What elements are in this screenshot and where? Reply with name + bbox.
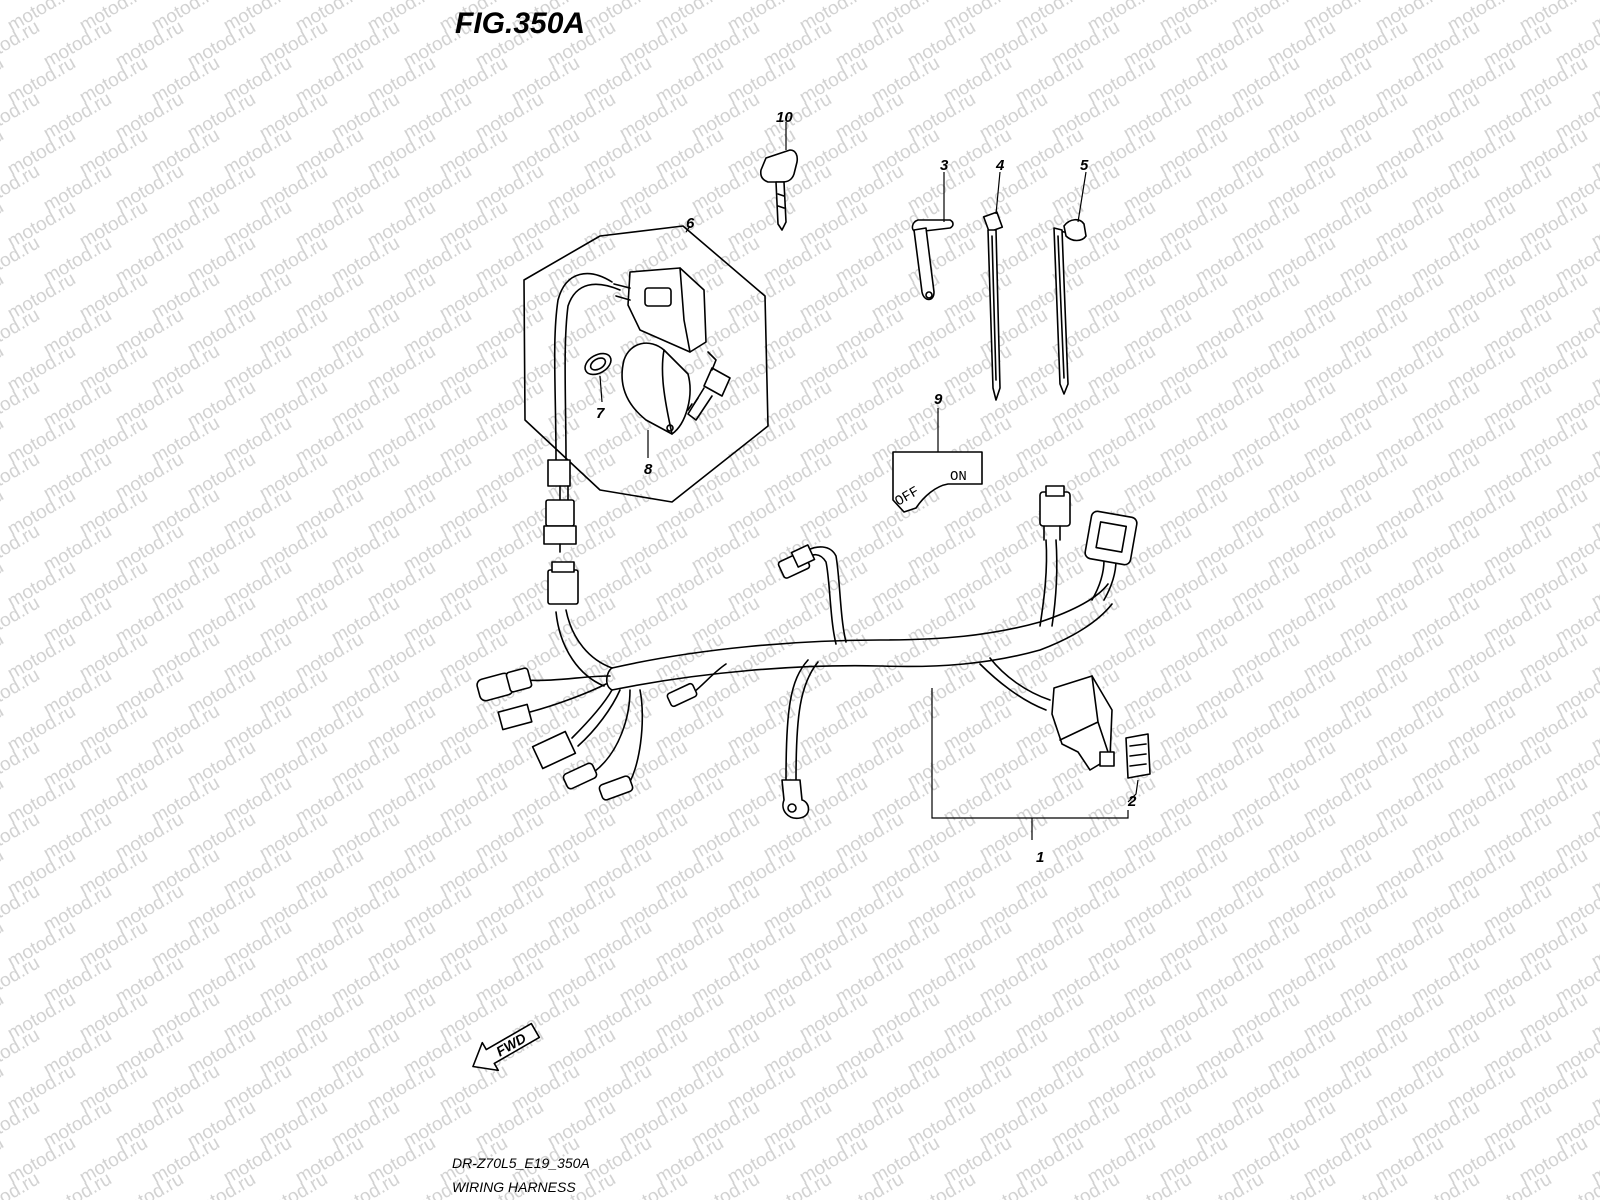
watermark-text: motod.ru bbox=[0, 269, 7, 325]
watermark-text: motod.ru bbox=[0, 377, 43, 433]
watermark-text: motod.ru bbox=[0, 809, 43, 865]
watermark-text: motod.ru bbox=[0, 593, 43, 649]
callout-5: 5 bbox=[1080, 157, 1089, 174]
watermark-text: motod.ru bbox=[0, 197, 7, 253]
callout-1: 1 bbox=[1036, 849, 1044, 866]
callout-7: 7 bbox=[596, 405, 605, 422]
watermark-text: motod.ru bbox=[0, 701, 7, 757]
watermark-text: motod.ru bbox=[0, 1133, 7, 1189]
watermark-text: motod.ru bbox=[0, 557, 7, 613]
callout-2: 2 bbox=[1127, 793, 1137, 810]
watermark-text: motod.ru bbox=[0, 881, 43, 937]
watermark-text: motod.ru bbox=[0, 1025, 43, 1081]
watermark-text: motod.ru bbox=[0, 989, 7, 1045]
callout-6: 6 bbox=[686, 215, 695, 232]
watermark-text: motod.ru bbox=[0, 125, 7, 181]
watermark-text: motod.ru bbox=[0, 341, 7, 397]
watermark-text: motod.ru bbox=[0, 917, 7, 973]
watermark-text: motod.ru bbox=[0, 485, 7, 541]
figure-code: DR-Z70L5_E19_350A bbox=[452, 1155, 590, 1171]
watermark-text: motod.ru bbox=[0, 521, 43, 577]
watermark-text: motod.ru bbox=[0, 629, 7, 685]
callout-3: 3 bbox=[940, 157, 949, 174]
watermark-text: motod.ru bbox=[0, 305, 43, 361]
fuse bbox=[1125, 733, 1151, 779]
figure-title: FIG.350A bbox=[455, 7, 585, 40]
watermark-text: motod.ru bbox=[0, 89, 43, 145]
watermark-text: motod.ru bbox=[0, 161, 43, 217]
watermark-text: motod.ru bbox=[0, 449, 43, 505]
watermark-text: motod.ru bbox=[0, 413, 7, 469]
plate-on-label: ON bbox=[950, 469, 967, 485]
watermark-text: motod.ru bbox=[0, 1097, 43, 1153]
callout-8: 8 bbox=[644, 461, 653, 478]
callout-4: 4 bbox=[995, 157, 1005, 174]
watermark-text: motod.ru bbox=[0, 53, 7, 109]
watermark-text: motod.ru bbox=[0, 737, 43, 793]
watermark-text: motod.ru bbox=[0, 953, 43, 1009]
watermark-text: motod.ru bbox=[0, 773, 7, 829]
callout-10: 10 bbox=[776, 109, 793, 126]
watermark-text: motod.ru bbox=[0, 665, 43, 721]
watermark-text: motod.ru bbox=[0, 1061, 7, 1117]
figure-caption: WIRING HARNESS bbox=[452, 1179, 576, 1195]
callout-9: 9 bbox=[934, 391, 943, 408]
watermark-text: motod.ru bbox=[0, 845, 7, 901]
watermark-text: motod.ru bbox=[0, 17, 43, 73]
watermark-text: motod.ru bbox=[0, 233, 43, 289]
